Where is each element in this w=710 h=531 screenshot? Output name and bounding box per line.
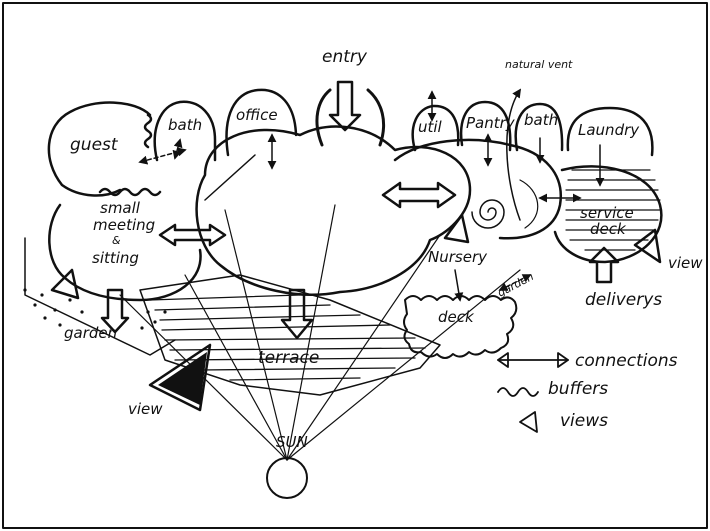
terrace-arrow: [280, 288, 314, 340]
stair-arc: [519, 179, 539, 229]
view-nursery-triangle: [443, 213, 470, 244]
label-entry: entry: [322, 47, 368, 67]
label-office: office: [236, 106, 278, 124]
label-sun: SUN: [276, 433, 308, 451]
view-left-triangle: [148, 343, 212, 412]
label-util: util: [418, 118, 443, 136]
label-nursery: Nursery: [428, 248, 488, 266]
label-service: service: [580, 204, 634, 222]
label-deck-lower: deck: [438, 308, 475, 326]
garden-left-dots: [23, 288, 167, 330]
legend-connections-symbol: [497, 352, 569, 368]
office-bubble: [225, 88, 298, 157]
guest-bubble: [47, 101, 152, 197]
delivery-arrow: [588, 246, 620, 284]
laundry-bubble: [566, 106, 654, 157]
entry-arrow: [328, 80, 362, 132]
label-laundry: Laundry: [578, 121, 640, 139]
view-garden-triangle: [50, 268, 80, 300]
label-ampersand: &: [112, 234, 121, 247]
label-terrace: terrace: [258, 348, 319, 368]
label-natural-vent: natural vent: [505, 58, 573, 71]
legend-connections-label: connections: [575, 351, 678, 371]
label-deliverys: deliverys: [585, 290, 662, 310]
label-deck: deck: [590, 220, 627, 238]
connection-meeting-main: [158, 223, 227, 247]
label-bath-left: bath: [168, 116, 202, 134]
entry-bubble-right: [366, 88, 385, 147]
label-sitting: sitting: [92, 249, 139, 267]
view-right-triangle: [633, 228, 662, 264]
natural-vent-arrow: [506, 88, 521, 221]
legend-views-symbol: [519, 411, 538, 433]
sun-rays: [119, 204, 521, 461]
label-bath-right: bath: [524, 111, 558, 129]
garden-arrow: [100, 288, 130, 334]
label-view-left: view: [128, 400, 163, 418]
legend-buffers-symbol: [497, 387, 539, 397]
buffer-guest-bath: [143, 113, 153, 149]
label-guest: guest: [70, 135, 119, 155]
main-space-bubble: [195, 125, 472, 296]
legend: connections buffers views: [497, 351, 678, 433]
view-triangles: [50, 213, 662, 412]
stair-spiral-icon: [471, 199, 505, 229]
nursery-deck-bubble: [403, 295, 518, 359]
connection-main-kitchen: [381, 181, 457, 209]
legend-buffers-label: buffers: [548, 379, 608, 399]
small-meeting-bubble: [48, 203, 202, 302]
small-connections: [138, 90, 605, 302]
label-pantry: Pantry: [466, 114, 516, 132]
label-meeting: meeting: [93, 216, 155, 234]
label-small: small: [100, 199, 141, 217]
garden-left-outline: [24, 237, 176, 356]
bath-right-bubble: [514, 102, 564, 152]
sun-icon: [266, 457, 308, 499]
bath-left-bubble: [153, 100, 217, 162]
buffer-guest-meeting: [98, 187, 162, 197]
legend-views-label: views: [560, 411, 608, 431]
label-garden-left: garden: [64, 324, 117, 342]
entry-bubble-left: [315, 88, 332, 147]
pantry-bubble: [459, 100, 512, 152]
label-view-right: view: [668, 254, 703, 272]
